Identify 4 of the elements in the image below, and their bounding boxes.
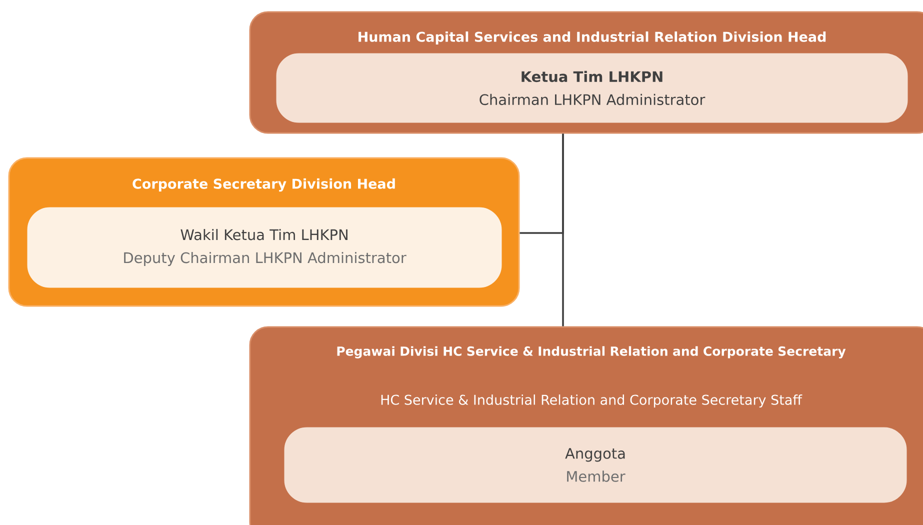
role-box: Wakil Ketua Tim LHKPN Deputy Chairman LHKPN Administrator — [27, 207, 502, 288]
connector-line — [520, 134, 564, 234]
role-box: Anggota Member — [284, 427, 907, 503]
role-box: Ketua Tim LHKPN Chairman LHKPN Administrator — [276, 53, 908, 123]
